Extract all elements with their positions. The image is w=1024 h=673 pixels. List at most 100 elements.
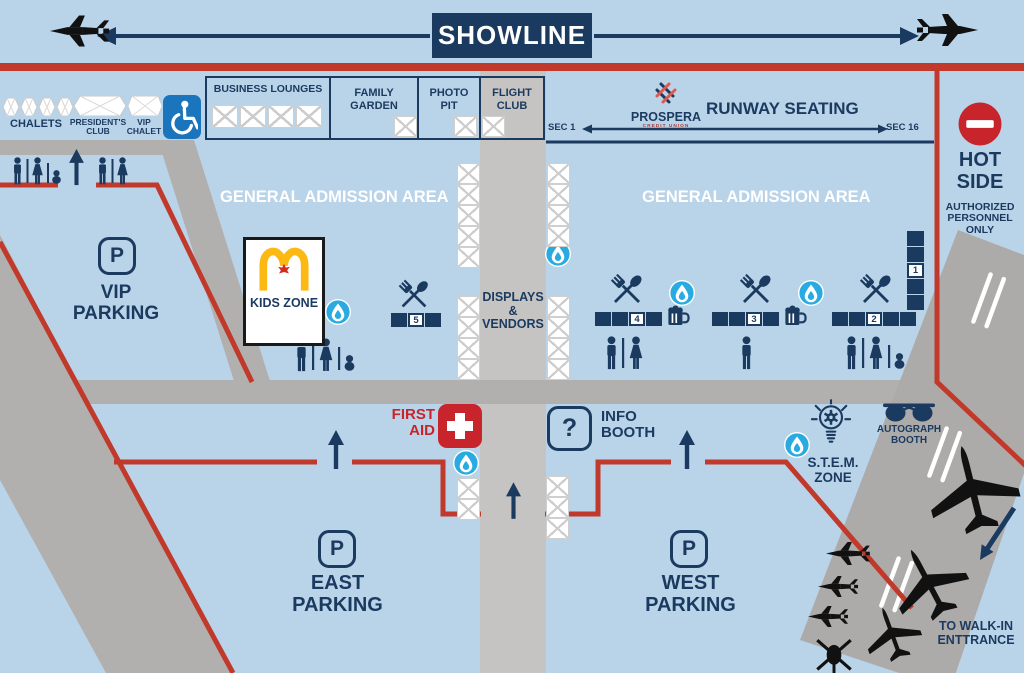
- restroom-vip: [99, 157, 128, 185]
- helicopter-icon: [815, 638, 853, 673]
- vip-chalet-tent: [128, 96, 162, 116]
- maple-leaf-icon: [278, 263, 290, 274]
- vendor-booth: [457, 296, 480, 317]
- vendor-booth: [547, 184, 570, 205]
- vendor-booth: [394, 116, 417, 137]
- displays-vendors-label: DISPLAYS&VENDORS: [482, 290, 544, 331]
- vendor-booth: [457, 247, 480, 268]
- food-stand-4: 4: [595, 312, 662, 326]
- prospera-hash-icon: [655, 82, 677, 104]
- info-booth-icon: ?: [547, 406, 592, 451]
- vendor-booth: [547, 205, 570, 226]
- restroom-ga-west-3: [847, 336, 905, 370]
- showline-axis: [97, 27, 919, 45]
- mcdonalds-arches-icon: [259, 247, 309, 291]
- first-aid-cross-icon: [438, 404, 482, 448]
- sponsor-name: PROSPERA: [630, 110, 702, 124]
- restroom-ga-west-2: [742, 336, 751, 370]
- runway-markings: [879, 272, 1007, 613]
- vendor-booth: [457, 359, 480, 380]
- sec-start-label: SEC 1: [548, 122, 576, 133]
- food-stand-5: 5: [391, 313, 441, 327]
- west-parking-p-icon: P: [670, 530, 708, 568]
- vendor-booth: [547, 163, 570, 184]
- food-stand-5-number: 5: [408, 313, 424, 327]
- east-parking-p-icon: P: [318, 530, 356, 568]
- business-lounges-label: BUSINESS LOUNGES: [213, 83, 323, 95]
- walk-in-arrow: [980, 506, 1017, 560]
- lightbulb-gear-icon: [810, 399, 852, 443]
- vip-parking-p-icon: P: [98, 237, 136, 275]
- stem-zone-label: S.T.E.M.ZONE: [807, 455, 859, 485]
- food-stand-3: 3: [712, 312, 779, 326]
- vendor-booth: [546, 518, 569, 539]
- food-stand-1-number: 1: [907, 263, 924, 278]
- vendor-booth: [547, 338, 570, 359]
- food-stand-2: 2: [832, 312, 916, 326]
- restroom-icons: [14, 157, 905, 372]
- water-icon: [798, 280, 824, 306]
- entrance-arrows: [69, 149, 1017, 560]
- vendor-booth: [454, 116, 477, 137]
- west-entrance-arrow: [679, 430, 695, 469]
- vendor-booth: [457, 317, 480, 338]
- vendor-booth: [296, 105, 322, 128]
- vendor-booth: [457, 226, 480, 247]
- food-stand-2-number: 2: [866, 312, 882, 326]
- vendor-booth: [240, 105, 266, 128]
- food-stand-4-number: 4: [629, 312, 645, 326]
- vendor-booth: [268, 105, 294, 128]
- presidents-club-tent: [74, 96, 126, 116]
- vendor-booth: [212, 105, 238, 128]
- vendor-booth: [547, 359, 570, 380]
- vendor-booth: [457, 184, 480, 205]
- sponsor-subtitle: CREDIT UNION: [642, 123, 690, 129]
- no-entry-icon: [958, 102, 1002, 146]
- restroom-kids-zone: [297, 338, 355, 372]
- vendor-booth: [547, 296, 570, 317]
- vendor-booth: [457, 205, 480, 226]
- vendor-booth: [457, 338, 480, 359]
- vendor-booth: [457, 499, 480, 520]
- water-icon: [453, 450, 479, 476]
- roads: [0, 63, 1024, 673]
- wheelchair-accessible-icon: [163, 95, 201, 139]
- prospera-logo: PROSPERA CREDIT UNION: [628, 80, 704, 130]
- showline-banner: SHOWLINE: [432, 13, 592, 58]
- vendor-booth: [457, 163, 480, 184]
- seating-section-axis: [546, 124, 934, 144]
- restroom-ga-west-1: [607, 336, 643, 370]
- boundary-lines: [0, 63, 1024, 673]
- vendor-booth: [546, 476, 569, 497]
- ga-west-label: GENERAL ADMISSION AREA: [642, 188, 871, 206]
- vendor-booth: [547, 317, 570, 338]
- vendor-booth: [546, 497, 569, 518]
- water-icon: [784, 432, 810, 458]
- vendor-booth: [457, 478, 480, 499]
- fighter-jet-icon-left: [50, 15, 110, 47]
- chalets-label: CHALETS: [10, 118, 62, 130]
- chalet-tent-icons: [3, 96, 162, 116]
- vendor-booth: [482, 116, 505, 137]
- east-entrance-arrow: [328, 430, 344, 469]
- food-stand-1: 1: [907, 231, 924, 310]
- runway: [800, 230, 1024, 673]
- fighter-jet-icon-right: [917, 14, 978, 46]
- water-icon: [669, 280, 695, 306]
- business-lounges-cell: BUSINESS LOUNGES: [207, 78, 329, 138]
